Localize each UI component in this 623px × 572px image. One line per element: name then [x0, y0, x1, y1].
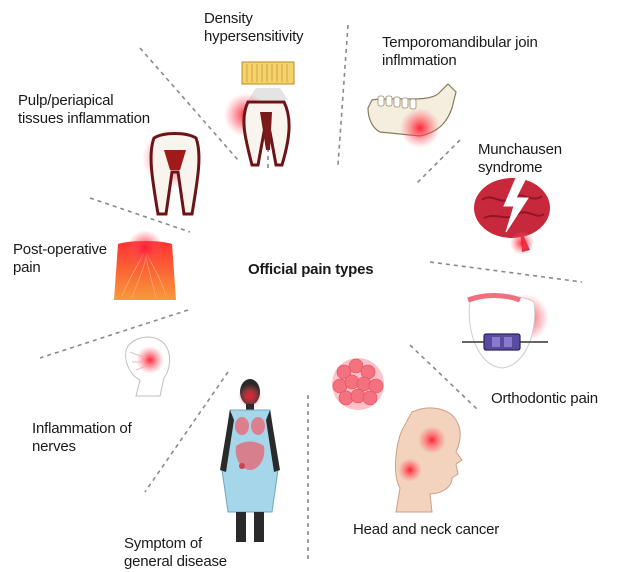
label-munchausen-syndrome: Munchausen syndrome [478, 141, 623, 177]
label-inflammation-nerves: Inflammation of nerves [32, 420, 132, 456]
post-op-gum-icon [114, 230, 176, 300]
label-density-hypersensitivity: Density hypersensitivity [204, 10, 303, 46]
label-orthodontic-pain: Orthodontic pain [491, 390, 598, 408]
connector-post-op [90, 198, 190, 232]
density-tooth-icon [224, 62, 294, 165]
label-post-operative-pain: Post-operative pain [13, 241, 107, 277]
pulp-tooth-icon [142, 128, 202, 214]
label-pulp-periapical: Pulp/periapical tissues inflammation [18, 92, 150, 128]
connector-tmj [338, 25, 348, 165]
center-title: Official pain types [248, 261, 373, 278]
label-head-neck-cancer: Head and neck cancer [353, 521, 499, 539]
label-tmj-inflammation: Temporomandibular join inflmmation [382, 34, 538, 70]
cancer-cells-icon [332, 358, 384, 410]
patient-figure-icon [220, 379, 280, 542]
orthodontic-tooth-icon [462, 294, 549, 368]
head-profile-icon [396, 408, 462, 512]
nerve-head-icon [126, 337, 170, 396]
tmj-jaw-icon [368, 84, 456, 148]
label-symptom-general-disease: Symptom of general disease [124, 535, 227, 571]
connector-orthodontic-top [430, 262, 582, 282]
connector-orthodontic [410, 345, 478, 410]
brain-icon [474, 178, 550, 255]
